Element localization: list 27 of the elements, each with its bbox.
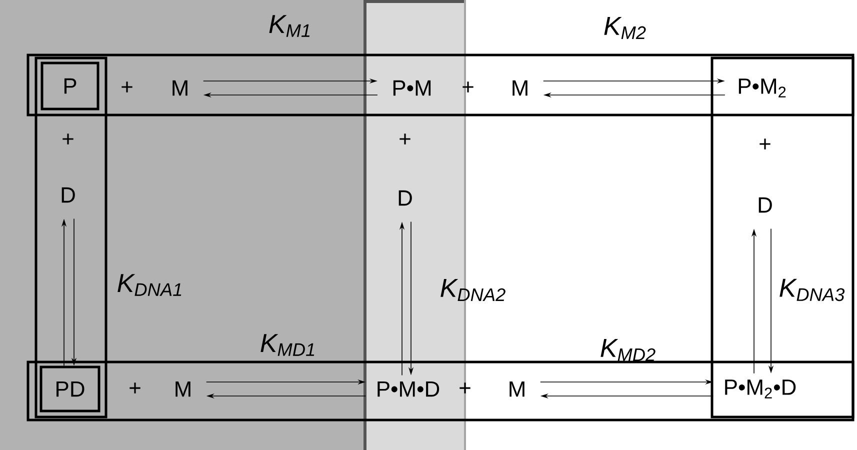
plus-sign: + — [462, 82, 474, 92]
constant-label: K$_{M1}$ — [269, 15, 310, 37]
species-label: M — [512, 80, 528, 96]
plus-sign: + — [122, 82, 132, 92]
constant-label: K$_{DNA2}$ — [440, 278, 506, 302]
species-label: M — [176, 381, 190, 397]
species-label: D — [758, 197, 772, 213]
plus-sign: + — [400, 134, 410, 144]
plus-sign: + — [460, 382, 470, 394]
species-box: P — [40, 62, 100, 110]
species-label: P•M•D — [378, 381, 440, 397]
species-label: M — [510, 381, 524, 397]
species-box: PD — [40, 366, 100, 412]
plus-sign: + — [760, 138, 770, 150]
plus-sign: + — [130, 382, 140, 394]
species-label: P•M — [393, 80, 431, 96]
plus-sign: + — [62, 134, 74, 144]
constant-label: K$_{M2}$ — [604, 16, 646, 40]
constant-label: K$_{MD1}$ — [260, 334, 314, 356]
constant-label: K$_{DNA3}$ — [780, 278, 845, 302]
species-label: D — [62, 187, 75, 203]
constant-label: K$_{MD2}$ — [600, 338, 656, 362]
constant-label: K$_{DNA1}$ — [118, 274, 182, 296]
species-label: M — [172, 80, 188, 96]
species-label: P•M$_{2}$•D — [725, 380, 796, 398]
species-label: D — [398, 190, 412, 206]
species-label: P•M$_{2}$ — [738, 78, 786, 98]
